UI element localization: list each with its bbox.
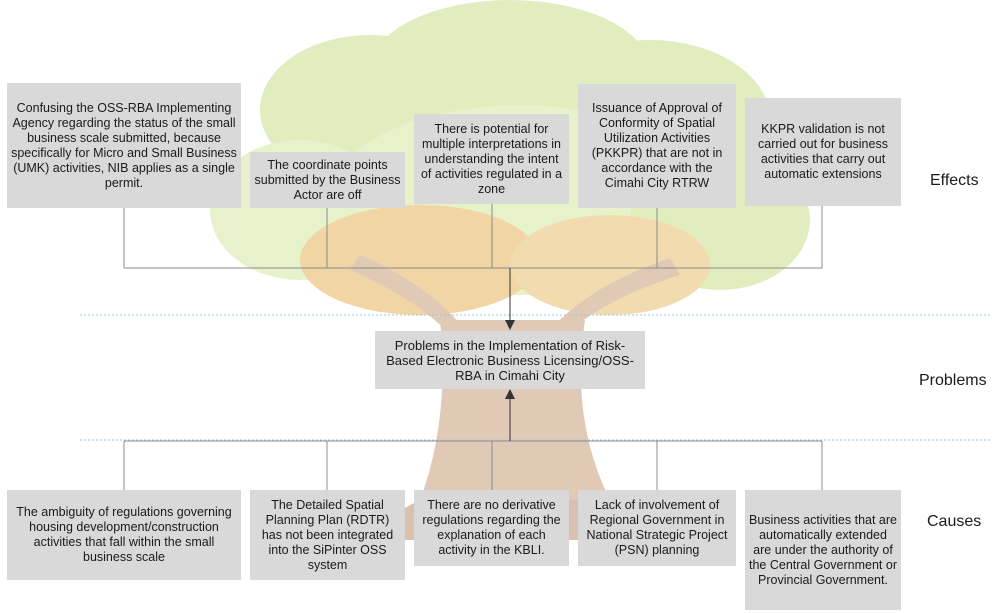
cause-box: Lack of involvement of Regional Governme… — [578, 490, 736, 566]
effect-box: KKPR validation is not carried out for b… — [745, 98, 901, 206]
problem-box: Problems in the Implementation of Risk-B… — [375, 331, 645, 389]
causes-connector — [123, 440, 823, 490]
causes-label: Causes — [927, 513, 982, 530]
cause-box: There are no derivative regulations rega… — [414, 490, 569, 566]
cause-box: Business activities that are automatical… — [745, 490, 901, 610]
effect-box: Issuance of Approval of Conformity of Sp… — [578, 84, 736, 208]
effect-box: There is potential for multiple interpre… — [414, 114, 569, 204]
effects-connector — [123, 204, 823, 269]
effect-box: Confusing the OSS-RBA Implementing Agenc… — [7, 83, 241, 208]
cause-box: The Detailed Spatial Planning Plan (RDTR… — [250, 490, 405, 580]
effect-box: The coordinate points submitted by the B… — [250, 152, 405, 208]
arrow-head — [505, 320, 515, 330]
cause-box: The ambiguity of regulations governing h… — [7, 490, 241, 580]
arrow-head — [505, 389, 515, 399]
effects-label: Effects — [930, 172, 979, 189]
problems-label: Problems — [919, 372, 987, 389]
